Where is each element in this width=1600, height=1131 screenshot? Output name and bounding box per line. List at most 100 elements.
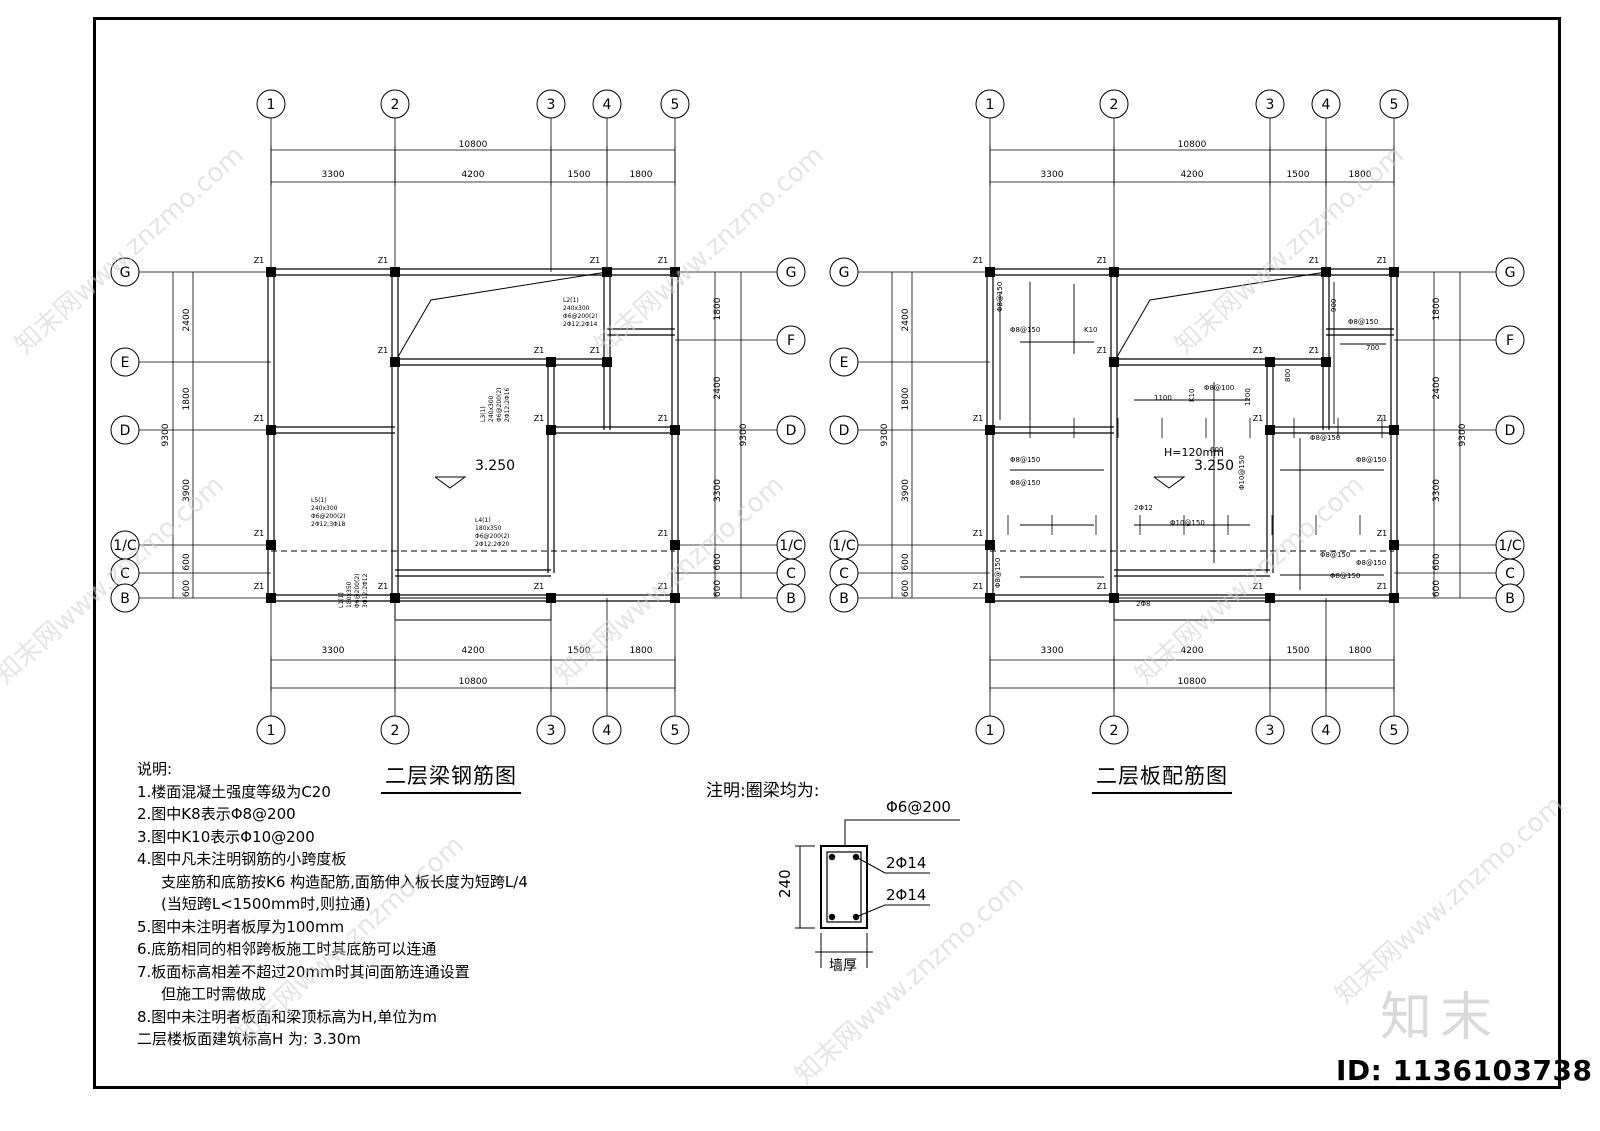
note-item: 6.底筋相同的相邻跨板施工时其底筋可以连通 — [137, 940, 437, 958]
dim-total-x: 10800 — [1178, 140, 1207, 150]
rebar-label: K10 — [1084, 326, 1098, 334]
column-label: Z1 — [254, 414, 265, 423]
grid-axis-label: 4 — [603, 97, 612, 113]
grid-axis-label: 4 — [1322, 97, 1331, 113]
dim-y: 3300 — [1432, 479, 1442, 502]
grid-axis-label: G — [786, 265, 797, 281]
column — [1321, 267, 1331, 277]
column — [1389, 593, 1399, 603]
dim-total-x: 10800 — [459, 677, 488, 687]
grid-axis-label: E — [840, 355, 849, 371]
dim-y: 600 — [901, 580, 911, 597]
rebar-label: Φ8@150 — [1348, 318, 1378, 326]
note-item: 但施工时需做成 — [161, 985, 267, 1003]
grid-axis-label: 1 — [267, 97, 276, 113]
grid-axis-label: F — [787, 333, 795, 349]
column-label: Z1 — [378, 582, 389, 591]
note-item: 2.图中K8表示Φ8@200 — [137, 805, 296, 823]
dim-y: 2400 — [1432, 376, 1442, 399]
column — [546, 425, 556, 435]
beam-annotation: Φ6@200(2) — [563, 313, 598, 320]
dim-y: 600 — [182, 580, 192, 597]
column — [1389, 267, 1399, 277]
dim-y: 600 — [713, 553, 723, 570]
dim-x: 1500 — [568, 170, 591, 180]
note-item: (当短跨L<1500mm时,则拉通) — [161, 895, 371, 913]
column-label: Z1 — [254, 582, 265, 591]
balcony-outline — [394, 597, 552, 621]
column — [670, 540, 680, 550]
grid-axis-label: 3 — [1266, 97, 1275, 113]
column — [1109, 267, 1119, 277]
note-item: 7.板面标高相差不超过20mm时其间面筋连通设置 — [137, 962, 470, 981]
column-label: Z1 — [254, 256, 265, 265]
bottom-bars-label: 2Φ14 — [886, 886, 926, 904]
grid-axis-label: 2 — [1110, 97, 1119, 113]
grid-axis-label: 3 — [1266, 723, 1275, 739]
column-label: Z1 — [1309, 346, 1320, 355]
column — [1109, 593, 1119, 603]
dim-x: 1800 — [630, 170, 653, 180]
beam-annotation: 2Φ12;2Φ14 — [563, 321, 598, 328]
column — [670, 593, 680, 603]
column — [266, 540, 276, 550]
dim-x: 1800 — [1349, 170, 1372, 180]
rebar-label: 600 — [1210, 446, 1223, 454]
elevation-symbol — [434, 476, 467, 489]
dim-y: 1800 — [713, 297, 723, 320]
grid-axis-label: C — [786, 566, 796, 582]
column — [1109, 357, 1119, 367]
dim-x: 1500 — [568, 646, 591, 656]
column-label: Z1 — [534, 582, 545, 591]
dim-y: 600 — [901, 553, 911, 570]
grid-axis-label: 4 — [603, 723, 612, 739]
dim-x: 3300 — [322, 170, 345, 180]
column — [602, 267, 612, 277]
rebar-label: K10 — [1188, 389, 1196, 403]
dim-x: 1500 — [1287, 646, 1310, 656]
rebar-label: Φ8@150 — [1010, 326, 1040, 334]
sloped-edge — [394, 271, 608, 363]
dim-y: 3900 — [901, 479, 911, 502]
grid-axis-label: B — [1505, 591, 1515, 607]
column — [985, 425, 995, 435]
sloped-edge — [1113, 271, 1327, 363]
dim-total-y: 9300 — [739, 423, 749, 446]
column — [1389, 540, 1399, 550]
grid-axis-label: 1/C — [1498, 538, 1522, 554]
column — [1389, 425, 1399, 435]
beam-annotation: 2Φ12;3Φ18 — [311, 521, 346, 528]
rebar-label: Φ10@150 — [1170, 519, 1205, 527]
grid-axis-label: 2 — [1110, 723, 1119, 739]
rebar-label: 2Φ12 — [1134, 504, 1153, 512]
rebar-label: 2Φ8 — [1136, 600, 1150, 608]
column — [670, 267, 680, 277]
rebar-label: Φ10@150 — [1238, 455, 1246, 490]
rebar-label: Φ8@150 — [1310, 434, 1340, 442]
drawing-frame — [93, 17, 1561, 1089]
dim-y: 1800 — [901, 387, 911, 410]
design-notes: 说明: 1.楼面混凝土强度等级为C20 2.图中K8表示Φ8@200 3.图中K… — [137, 758, 528, 1051]
dim-y: 1800 — [1432, 297, 1442, 320]
dim-total-x: 10800 — [1178, 677, 1207, 687]
slab-thickness-label: H=120mm — [1164, 446, 1224, 459]
dim-y: 2400 — [901, 308, 911, 331]
column-label: Z1 — [1097, 346, 1108, 355]
grid-axis-label: D — [120, 423, 131, 439]
column-label: Z1 — [1377, 256, 1388, 265]
column — [985, 267, 995, 277]
beam-annotation: 240x300 — [311, 505, 338, 512]
column — [1265, 593, 1275, 603]
grid-axis-label: G — [1505, 265, 1516, 281]
grid-axis-label: 1/C — [113, 538, 137, 554]
column-label: Z1 — [973, 414, 984, 423]
column-label: Z1 — [590, 256, 601, 265]
column-label: Z1 — [1253, 346, 1264, 355]
beam-annotation: Φ6@200(2) — [354, 574, 361, 609]
grid-axis-label: D — [1505, 423, 1516, 439]
grid-axis-label: 3 — [547, 97, 556, 113]
beam-annotation: L3(1) — [480, 406, 487, 422]
grid-axis-label: 5 — [671, 723, 680, 739]
left-plan-title: 二层梁钢筋图 — [381, 760, 521, 794]
grid-axis-label: C — [1505, 566, 1515, 582]
